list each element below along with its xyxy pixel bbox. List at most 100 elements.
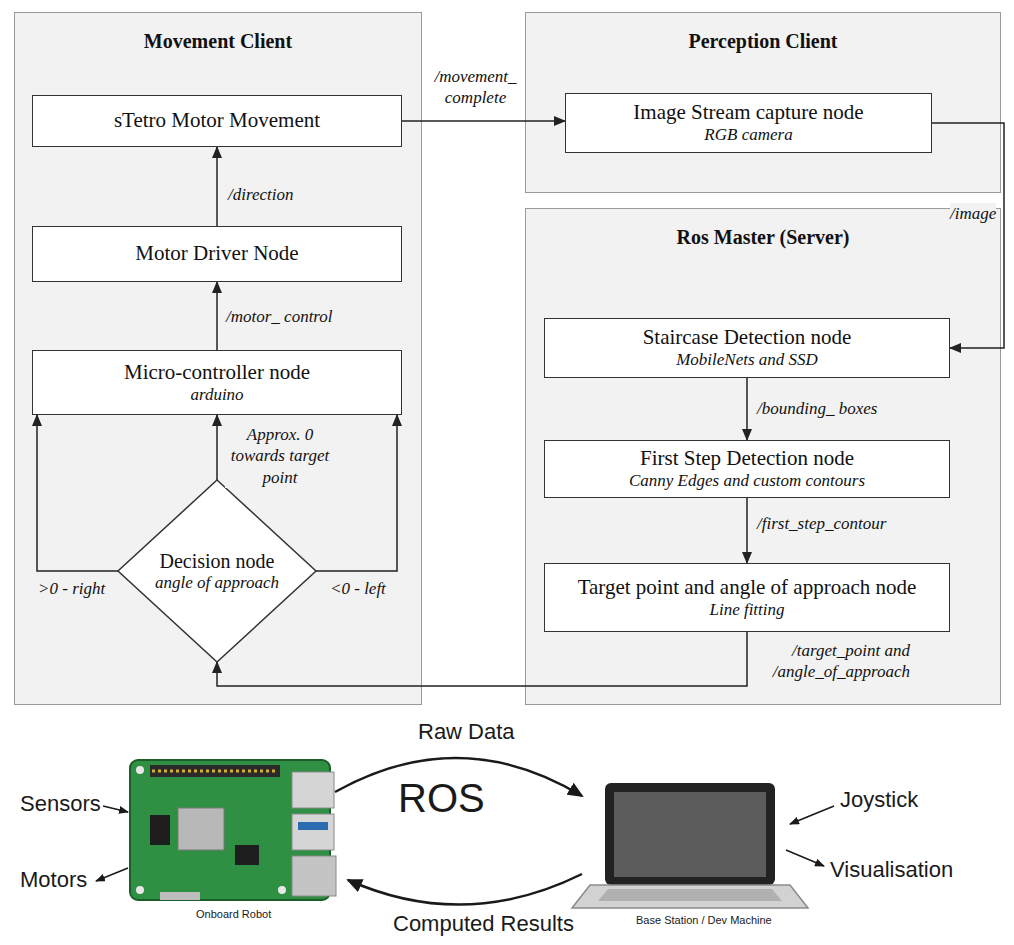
process-box: sTetro Motor Movement xyxy=(32,95,402,147)
topic-label: /target_point and /angle_of_approach xyxy=(755,640,910,683)
process-box: Staircase Detection nodeMobileNets and S… xyxy=(544,318,950,378)
diamond-shape xyxy=(118,480,316,662)
node-title: Motor Driver Node xyxy=(135,241,298,266)
mount-hole xyxy=(136,766,144,774)
topic-label: /first_step_contour xyxy=(757,513,886,534)
node-subtitle: Line fitting xyxy=(709,600,784,620)
connector-arrow xyxy=(746,498,748,563)
micro-hdmi xyxy=(160,892,200,900)
connector-arrow xyxy=(37,415,118,571)
node-title: Decision node xyxy=(160,549,275,573)
ethernet-port xyxy=(292,856,336,896)
label-box: Sensors xyxy=(20,792,101,816)
cpu-chip xyxy=(178,808,224,850)
motors-arrow xyxy=(96,868,128,881)
topic-label: /bounding_ boxes xyxy=(757,398,877,419)
edge-label-box: >0 - right xyxy=(38,578,105,599)
visualisation-arrow xyxy=(786,850,824,866)
usb-port xyxy=(292,814,334,850)
flow-label: Raw Data xyxy=(418,720,515,744)
node-title: Target point and angle of approach node xyxy=(578,575,917,600)
node-title: Micro-controller node xyxy=(124,360,310,385)
raspberry-pi-board xyxy=(130,760,336,900)
device-caption: Onboard Robot xyxy=(196,908,271,920)
edge-label-box: Approx. 0 towards target point xyxy=(225,424,335,488)
label-box: Onboard Robot xyxy=(196,908,271,920)
edge-label-box: /target_point and /angle_of_approach xyxy=(755,640,910,683)
connector-arrow xyxy=(746,378,748,440)
visualisation-label: Visualisation xyxy=(830,858,953,882)
process-box: Motor Driver Node xyxy=(32,226,402,282)
topic-label: /image xyxy=(950,203,996,224)
label-box: ROS xyxy=(398,776,485,820)
panel-title: Movement Client xyxy=(15,13,421,53)
joystick-label: Joystick xyxy=(840,788,918,812)
connector-arrow xyxy=(316,415,397,571)
laptop-base xyxy=(572,885,808,908)
laptop xyxy=(572,783,808,908)
sensors-label: Sensors xyxy=(20,792,101,816)
label-box: Joystick xyxy=(840,788,918,812)
ram-chip xyxy=(150,815,170,845)
label-box: Computed Results xyxy=(393,912,574,936)
topic-label: >0 - right xyxy=(38,578,105,599)
node-title: Staircase Detection node xyxy=(643,325,852,350)
mount-hole xyxy=(136,886,144,894)
topic-label: Approx. 0 towards target point xyxy=(225,424,335,488)
topic-label: <0 - left xyxy=(330,578,386,599)
edge-label-box: /movement_ complete xyxy=(428,66,523,109)
topic-label: /movement_ complete xyxy=(428,66,523,109)
connector-arrow xyxy=(216,282,218,350)
node-subtitle: arduino xyxy=(190,385,243,405)
node-title: sTetro Motor Movement xyxy=(114,108,320,133)
label-box: Motors xyxy=(20,868,87,892)
motors-label: Motors xyxy=(20,868,87,892)
device-caption: Base Station / Dev Machine xyxy=(636,914,772,926)
node-title: First Step Detection node xyxy=(640,446,854,471)
usb-controller xyxy=(235,845,259,865)
node-subtitle: MobileNets and SSD xyxy=(676,350,818,370)
gpio-header xyxy=(150,765,280,777)
node-subtitle: RGB camera xyxy=(704,125,792,145)
connector-arrow xyxy=(217,632,747,686)
raw-data-arrow xyxy=(335,758,582,796)
usb-port-insert xyxy=(298,822,328,830)
joystick-arrow xyxy=(790,806,834,824)
mount-hole xyxy=(278,886,286,894)
process-box: First Step Detection nodeCanny Edges and… xyxy=(544,440,950,498)
topic-label: /motor_ control xyxy=(226,306,333,327)
connector-arrow xyxy=(216,415,218,480)
label-box: Visualisation xyxy=(830,858,953,882)
gpio-pins xyxy=(152,770,278,773)
edge-label-box: /direction xyxy=(228,184,293,205)
computed-results-arrow xyxy=(348,874,582,905)
edge-label-box: /motor_ control xyxy=(226,306,333,327)
label-box: Raw Data xyxy=(418,720,515,744)
edge-label-box: <0 - left xyxy=(330,578,386,599)
edge-label-box: /first_step_contour xyxy=(757,513,886,534)
laptop-screen xyxy=(614,792,766,877)
label-box: Base Station / Dev Machine xyxy=(636,914,772,926)
connector-arrow xyxy=(402,120,565,122)
sensors-arrow xyxy=(103,806,128,812)
keyboard xyxy=(598,889,782,901)
laptop-screen-frame xyxy=(605,783,775,885)
panel-title: Ros Master (Server) xyxy=(526,209,1000,249)
edge-label-box: /bounding_ boxes xyxy=(757,398,877,419)
ros-label: ROS xyxy=(398,776,485,820)
decision-diamond: Decision nodeangle of approach xyxy=(118,480,316,662)
process-box: Micro-controller nodearduino xyxy=(32,350,402,415)
node-subtitle: angle of approach xyxy=(155,573,279,593)
connector-arrow xyxy=(216,147,218,226)
flow-label: Computed Results xyxy=(393,912,574,936)
topic-label: /direction xyxy=(228,184,293,205)
connector-arrow xyxy=(932,123,1004,348)
panel-title: Perception Client xyxy=(526,13,1000,53)
process-box: Target point and angle of approach nodeL… xyxy=(544,563,950,632)
process-box: Image Stream capture nodeRGB camera xyxy=(565,93,932,153)
node-title: Image Stream capture node xyxy=(633,100,863,125)
client-panel: Perception ClientImage Stream capture no… xyxy=(525,12,1001,193)
client-panel: Movement Client sTetro Motor MovementMoto… xyxy=(14,12,422,705)
server-panel: Ros Master (Server) Staircase Detection n… xyxy=(525,208,1001,705)
edge-label-box: /image xyxy=(950,203,996,224)
